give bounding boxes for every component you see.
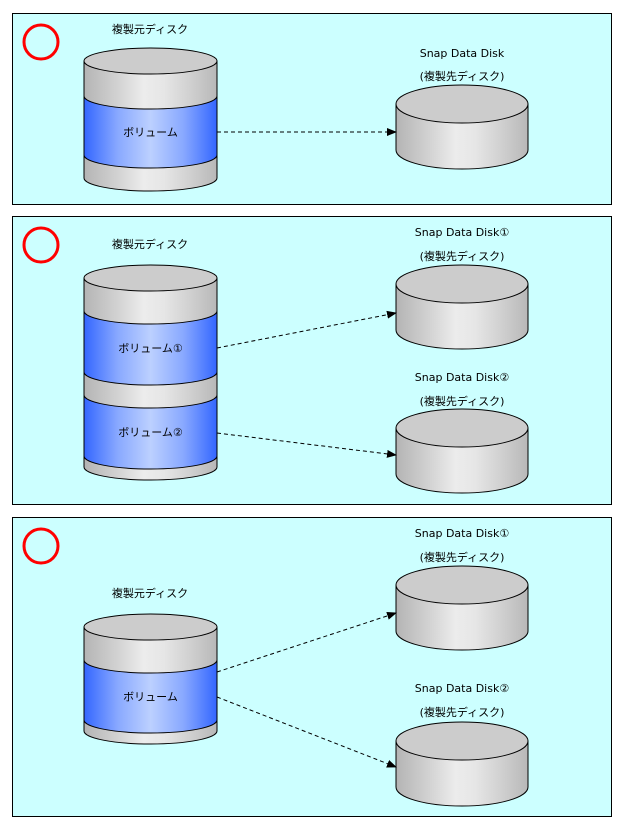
replication-arrow bbox=[216, 432, 397, 458]
ok-circle-icon bbox=[22, 23, 60, 61]
volume-label: ボリューム bbox=[123, 126, 178, 139]
target-disk-name: Snap Data Disk② bbox=[415, 682, 510, 695]
target-disk-subtitle: (複製先ディスク) bbox=[420, 69, 505, 83]
target-disk-icon bbox=[395, 84, 529, 170]
target-disk-top bbox=[395, 408, 529, 448]
target-disk-icon bbox=[395, 565, 529, 651]
target-disk-subtitle: (複製先ディスク) bbox=[420, 249, 505, 263]
ok-circle-icon bbox=[22, 226, 60, 264]
ok-circle-icon bbox=[22, 527, 60, 565]
volume-band bbox=[83, 394, 218, 470]
target-disk-top bbox=[395, 565, 529, 605]
source-disk-icon: ボリューム bbox=[83, 47, 218, 192]
source-disk-top bbox=[83, 613, 218, 641]
target-disk-top bbox=[395, 264, 529, 304]
target-disk-name: Snap Data Disk① bbox=[415, 226, 510, 239]
target-disk-name: Snap Data Disk② bbox=[415, 371, 510, 384]
target-disk-icon bbox=[395, 264, 529, 350]
volume-band bbox=[83, 659, 218, 734]
source-disk-top bbox=[83, 47, 218, 75]
volume-band bbox=[83, 310, 218, 386]
source-disk-icon: ボリューム bbox=[83, 613, 218, 745]
target-disk-top bbox=[395, 721, 529, 761]
target-disk-top bbox=[395, 84, 529, 124]
source-disk-top bbox=[83, 264, 218, 292]
volume-label: ボリューム bbox=[123, 691, 178, 704]
volume-label: ボリューム① bbox=[118, 342, 183, 355]
source-disk-icon: ボリューム① ボリューム② bbox=[83, 264, 218, 481]
volume-label: ボリューム② bbox=[118, 426, 183, 439]
target-disk-subtitle: (複製先ディスク) bbox=[420, 705, 505, 719]
target-disk-icon bbox=[395, 408, 529, 494]
source-disk-title: 複製元ディスク bbox=[112, 22, 188, 36]
target-disk-icon bbox=[395, 721, 529, 807]
source-disk-title: 複製元ディスク bbox=[112, 237, 188, 251]
replication-arrow bbox=[216, 310, 397, 349]
replication-arrow bbox=[216, 612, 397, 673]
volume-band bbox=[83, 95, 218, 169]
target-disk-subtitle: (複製先ディスク) bbox=[420, 394, 505, 408]
target-disk-name: Snap Data Disk bbox=[420, 47, 505, 60]
target-disk-subtitle: (複製先ディスク) bbox=[420, 550, 505, 564]
source-disk-title: 複製元ディスク bbox=[112, 586, 188, 600]
target-disk-name: Snap Data Disk① bbox=[415, 527, 510, 540]
